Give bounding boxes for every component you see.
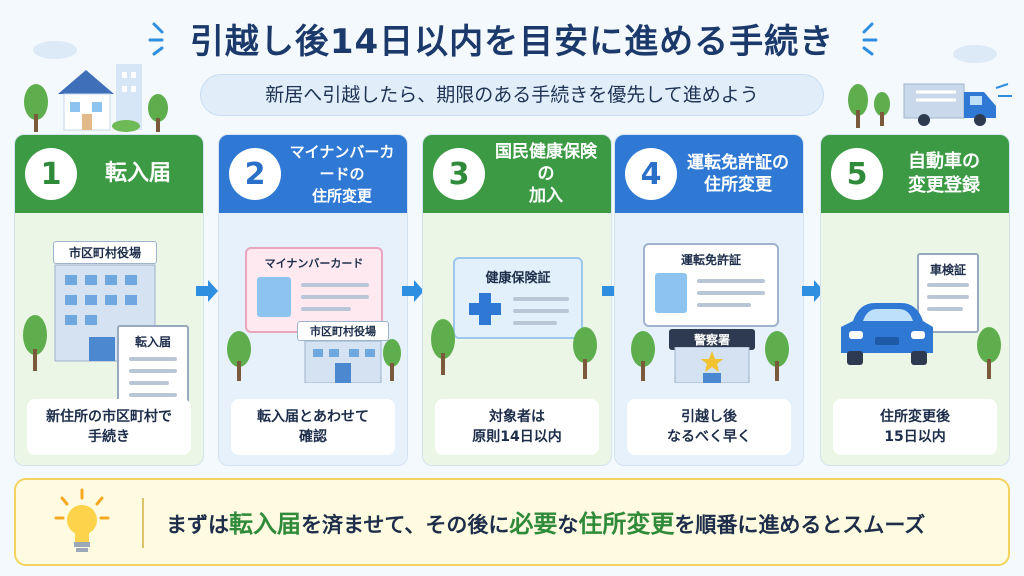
sparkle-icon (862, 22, 878, 56)
step-title: 転入届 (104, 161, 171, 186)
cloud-icon (33, 41, 77, 59)
lightbulb-icon (54, 488, 110, 552)
tip-text: まずは転入届を済ませて、その後に必要な住所変更を順番に進めるとスムーズ (166, 510, 926, 538)
tip-divider (142, 498, 144, 548)
step-card-4: 4 運転免許証の 住所変更 運転免許証 警察署 引越し後 なるべく早く (614, 134, 804, 466)
tree-icon (631, 331, 655, 381)
step-note: 引越し後 なるべく早く (627, 399, 791, 455)
truck-icon (848, 83, 1012, 128)
step-header: 5 自動車の 変更登録 (821, 135, 1009, 213)
tree-icon (431, 319, 455, 375)
step-header: 4 運転免許証の 住所変更 (615, 135, 803, 213)
arrow-right-icon (802, 280, 824, 302)
arrow-right-icon (402, 280, 424, 302)
tip-highlight: 住所変更 (578, 510, 675, 538)
step-card-3: 3 国民健康保険の 加入 健康保険証 対象者は 原則14日以内 (422, 134, 612, 466)
step-note: 対象者は 原則14日以内 (435, 399, 599, 455)
subtitle-banner: 新居へ引越したら、期限のある手続きを優先して進めよう (200, 74, 824, 116)
license-card-icon: 運転免許証 (643, 243, 779, 327)
tip-highlight: 必要 (509, 510, 558, 538)
car-icon (841, 303, 933, 365)
step-title: 運転免許証の 住所変更 (687, 153, 789, 195)
step-card-1: 1 転入届 市区町村役場 転入届 新住所の市区町村で 手続き (14, 134, 204, 466)
tip-highlight: 転入届 (229, 510, 301, 538)
step-number: 2 (229, 148, 281, 200)
tree-icon (383, 339, 401, 381)
building-icon (304, 340, 382, 383)
cloud-icon (953, 45, 997, 63)
police-sign: 警察署 (669, 329, 755, 350)
document-label: 車検証 (929, 263, 966, 277)
step-title: 国民健康保険の 加入 (495, 142, 597, 206)
card-label: 運転免許証 (680, 253, 741, 267)
building-sign: 市区町村役場 (53, 241, 157, 264)
tip-banner: まずは転入届を済ませて、その後に必要な住所変更を順番に進めるとスムーズ (14, 478, 1010, 566)
document-icon: 車検証 (917, 253, 979, 333)
document-label: 転入届 (134, 335, 171, 349)
card-label: 健康保険証 (485, 271, 551, 286)
step-note: 転入届とあわせて 確認 (231, 399, 395, 455)
step-illustration: 市区町村役場 転入届 (15, 213, 203, 413)
step-illustration: 車検証 (821, 213, 1009, 383)
step-illustration: 健康保険証 (423, 213, 611, 383)
step-note: 新住所の市区町村で 手続き (27, 399, 191, 455)
card-label: マイナンバーカード (264, 257, 364, 270)
police-station-icon (674, 347, 750, 383)
step-title: マイナンバーカードの 住所変更 (289, 143, 395, 205)
insurance-card-icon: 健康保険証 (453, 257, 583, 339)
tree-icon (227, 331, 251, 381)
step-number: 3 (433, 148, 485, 200)
tree-icon (977, 327, 1001, 379)
house-icon (24, 64, 168, 132)
step-illustration: マイナンバーカード 市区町村役場 (219, 213, 407, 383)
tree-icon (573, 327, 597, 379)
step-number: 4 (625, 148, 677, 200)
page-title: 引越し後14日以内を目安に進める手続き (189, 22, 835, 62)
step-card-2: 2 マイナンバーカードの 住所変更 マイナンバーカード 市区町村役場 転入届とあ… (218, 134, 408, 466)
step-header: 3 国民健康保険の 加入 (423, 135, 611, 213)
step-number: 5 (831, 148, 883, 200)
step-note: 住所変更後 15日以内 (833, 399, 997, 455)
step-header: 1 転入届 (15, 135, 203, 213)
tree-icon (23, 315, 47, 371)
tree-icon (765, 331, 789, 381)
step-header: 2 マイナンバーカードの 住所変更 (219, 135, 407, 213)
arrow-right-icon (196, 280, 218, 302)
step-card-5: 5 自動車の 変更登録 車検証 住所変更後 15日以内 (820, 134, 1010, 466)
cross-icon (469, 293, 501, 325)
sparkle-icon (148, 22, 164, 56)
step-title: 自動車の 変更登録 (908, 151, 980, 196)
building-sign: 市区町村役場 (297, 321, 389, 341)
step-illustration: 運転免許証 警察署 (615, 213, 803, 383)
step-number: 1 (25, 148, 77, 200)
document-icon: 転入届 (117, 325, 189, 413)
